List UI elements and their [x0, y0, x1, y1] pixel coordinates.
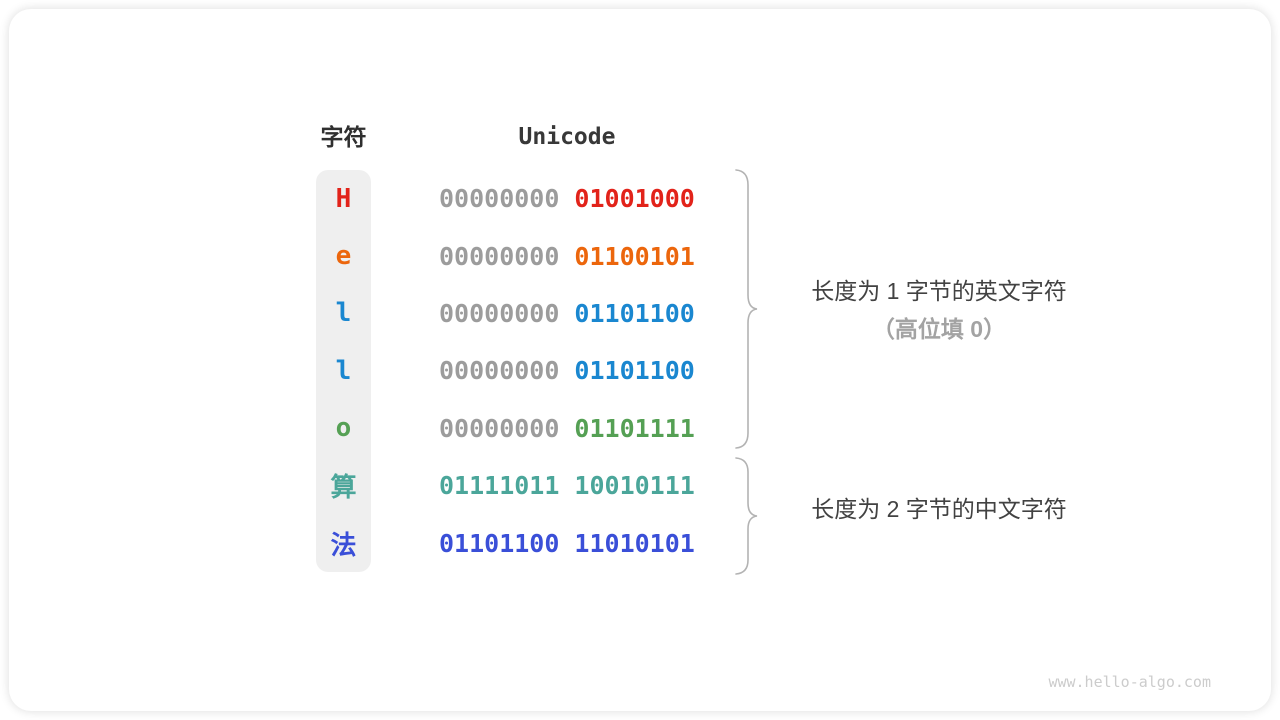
- unicode-binary: 01111011 10010111: [439, 457, 695, 514]
- char-label: 算: [330, 473, 357, 504]
- annotation-chinese-chars: 长度为 2 字节的中文字符: [774, 494, 1104, 524]
- table-row: l 00000000 01101100: [9, 285, 1280, 342]
- unicode-binary: 00000000 01101111: [439, 400, 695, 457]
- table-row: o 00000000 01101111: [9, 400, 1280, 457]
- annotation-line: 长度为 1 字节的英文字符: [811, 278, 1067, 304]
- column-header-char: 字符: [320, 124, 367, 150]
- byte-high: 01101100: [439, 528, 560, 558]
- byte-high: 00000000: [439, 241, 560, 271]
- byte-low: 01100101: [574, 241, 695, 271]
- char-label: H: [335, 183, 352, 214]
- table-row: l 00000000 01101100: [9, 342, 1280, 399]
- table-row: H 00000000 01001000: [9, 170, 1280, 227]
- char-label: l: [335, 355, 352, 386]
- char-label: o: [335, 413, 352, 444]
- unicode-binary: 01101100 11010101: [439, 514, 695, 571]
- byte-high: 00000000: [439, 298, 560, 328]
- byte-high: 00000000: [439, 413, 560, 443]
- column-header-unicode: Unicode: [518, 124, 616, 150]
- byte-low: 10010111: [574, 471, 695, 501]
- annotation-subline: （高位填 0）: [871, 316, 1007, 342]
- annotation-line: 长度为 2 字节的中文字符: [811, 496, 1067, 522]
- table-row: e 00000000 01100101: [9, 227, 1280, 284]
- char-column-background: [316, 170, 371, 572]
- table-row: 算 01111011 10010111: [9, 457, 1280, 514]
- byte-high: 00000000: [439, 184, 560, 214]
- char-label: e: [335, 241, 352, 272]
- byte-low: 01001000: [574, 184, 695, 214]
- char-label: 法: [330, 530, 357, 561]
- unicode-binary: 00000000 01101100: [439, 342, 695, 399]
- char-label: l: [335, 298, 352, 329]
- byte-low: 01101100: [574, 356, 695, 386]
- byte-low: 01101111: [574, 413, 695, 443]
- byte-low: 01101100: [574, 298, 695, 328]
- diagram-card: 字符 Unicode H 00000000 01001000 e 0000000…: [9, 9, 1271, 711]
- table-row: 法 01101100 11010101: [9, 514, 1280, 571]
- unicode-binary: 00000000 01001000: [439, 170, 695, 227]
- annotation-english-chars: 长度为 1 字节的英文字符 （高位填 0）: [774, 276, 1104, 344]
- unicode-binary: 00000000 01100101: [439, 227, 695, 284]
- byte-high: 00000000: [439, 356, 560, 386]
- byte-low: 11010101: [574, 528, 695, 558]
- unicode-binary: 00000000 01101100: [439, 285, 695, 342]
- encoding-table: H 00000000 01001000 e 00000000 01100101 …: [9, 170, 1280, 572]
- byte-high: 01111011: [439, 471, 560, 501]
- watermark: www.hello-algo.com: [1048, 673, 1211, 691]
